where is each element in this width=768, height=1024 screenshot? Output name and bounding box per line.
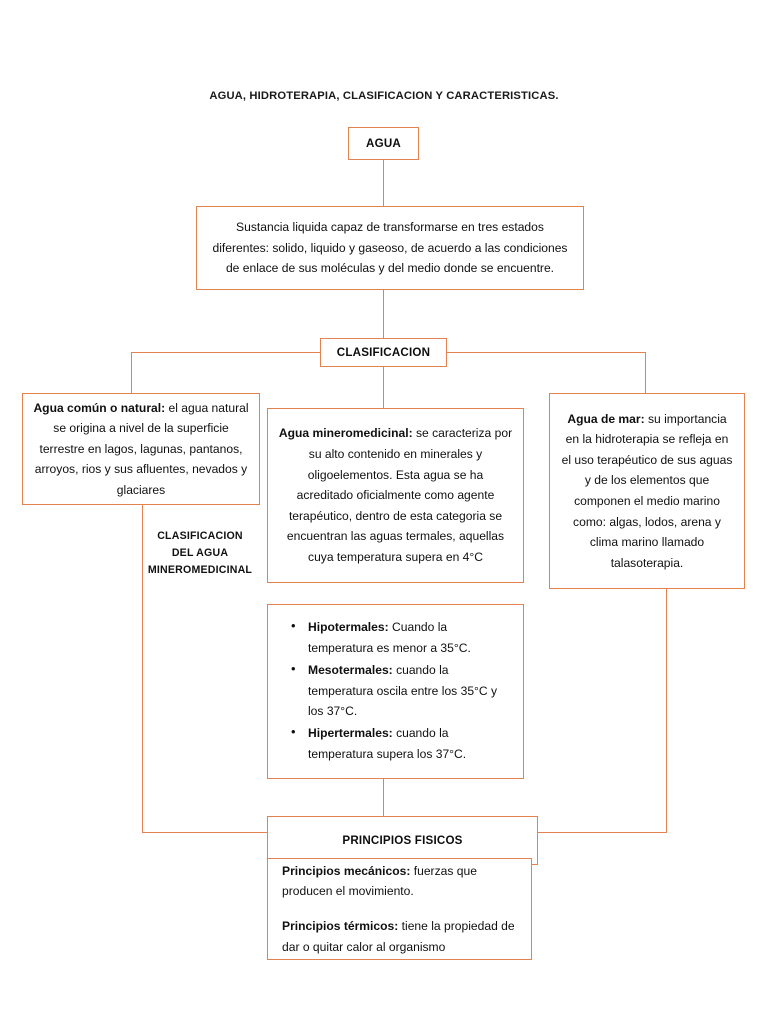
connector-definition-to-clasificacion xyxy=(383,290,385,338)
node-agua-de-mar[interactable]: Agua de mar: su importancia en la hidrot… xyxy=(549,393,745,589)
termal-type-item: Hipotermales: Cuando la temperatura es m… xyxy=(291,616,509,659)
label-line-2: DEL AGUA xyxy=(171,547,229,559)
connector-agua-to-definition xyxy=(383,160,385,206)
node-agua-comun-body: el agua natural se origina a nivel de la… xyxy=(34,400,249,497)
node-clasificacion-label: CLASIFICACION xyxy=(336,346,431,359)
principio-item: Principios térmicos: tiene la propiedad … xyxy=(268,916,531,957)
principio-item: Principios mecánicos: fuerzas que produc… xyxy=(268,861,531,902)
label-line-3: MINEROMEDICINAL xyxy=(147,564,253,576)
termal-types-list: Hipotermales: Cuando la temperatura es m… xyxy=(268,616,523,766)
node-agua-mineromedicinal[interactable]: Agua mineromedicinal: se caracteriza por… xyxy=(267,408,524,583)
termal-type-description: cuando la temperatura oscila entre los 3… xyxy=(308,662,498,719)
node-agua-label: AGUA xyxy=(366,137,401,150)
principio-term: Principios mecánicos: xyxy=(282,863,411,878)
connector-termales-to-principios xyxy=(383,779,385,816)
node-agua-de-mar-text: Agua de mar: su importancia en la hidrot… xyxy=(550,409,744,574)
principios-body-content: Principios mecánicos: fuerzas que produc… xyxy=(268,859,531,959)
node-agua-comun-term: Agua común o natural: xyxy=(33,400,166,415)
node-agua-comun[interactable]: Agua común o natural: el agua natural se… xyxy=(22,393,260,505)
node-definicion[interactable]: Sustancia liquida capaz de transformarse… xyxy=(196,206,584,290)
termal-type-term: Mesotermales: xyxy=(308,662,393,677)
node-agua-mineromedicinal-body: se caracteriza por su alto contenido en … xyxy=(286,426,513,564)
termal-type-description: Cuando la temperatura es menor a 35°C. xyxy=(308,620,471,655)
connector-agua-de-mar-to-principios xyxy=(666,589,668,833)
termal-type-item: Mesotermales: cuando la temperatura osci… xyxy=(291,659,509,722)
connector-clasificacion-bar-right xyxy=(447,352,646,354)
node-clasificacion[interactable]: CLASIFICACION xyxy=(320,338,447,367)
principio-spacer xyxy=(268,902,531,916)
page-title: AGUA, HIDROTERAPIA, CLASIFICACION Y CARA… xyxy=(209,90,559,102)
termal-type-description: cuando la temperatura supera los 37°C. xyxy=(308,726,467,761)
principio-description: tiene la propiedad de dar o quitar calor… xyxy=(282,919,515,954)
label-clasificacion-del-agua-mineromedicinal: CLASIFICACION DEL AGUA MINEROMEDICINAL xyxy=(110,528,290,579)
connector-clasificacion-to-agua-de-mar xyxy=(645,352,647,393)
node-agua-comun-text: Agua común o natural: el agua natural se… xyxy=(23,398,259,501)
connector-bottom-rail-right xyxy=(538,832,667,834)
node-agua-mineromedicinal-term: Agua mineromedicinal: xyxy=(278,426,413,441)
node-principios-fisicos-label: PRINCIPIOS FISICOS xyxy=(342,834,463,847)
connector-bottom-rail-left xyxy=(142,832,267,834)
termal-type-term: Hipotermales: xyxy=(308,620,389,635)
node-agua-de-mar-body: su importancia en la hidroterapia se ref… xyxy=(561,411,733,570)
termal-type-term: Hipertermales: xyxy=(308,726,393,741)
node-agua[interactable]: AGUA xyxy=(348,127,419,160)
node-agua-mineromedicinal-text: Agua mineromedicinal: se caracteriza por… xyxy=(268,423,523,567)
node-principios-fisicos-body[interactable]: Principios mecánicos: fuerzas que produc… xyxy=(267,858,532,960)
termal-type-item: Hipertermales: cuando la temperatura sup… xyxy=(291,722,509,765)
principio-description: fuerzas que producen el movimiento. xyxy=(282,863,477,899)
node-definicion-text: Sustancia liquida capaz de transformarse… xyxy=(212,220,568,276)
principio-term: Principios térmicos: xyxy=(282,919,399,933)
label-line-1: CLASIFICACION xyxy=(157,530,243,542)
connector-clasificacion-to-agua-comun xyxy=(131,352,133,393)
node-agua-de-mar-term: Agua de mar: xyxy=(567,411,645,426)
connector-agua-comun-to-principios xyxy=(142,505,144,833)
node-tipos-termales[interactable]: Hipotermales: Cuando la temperatura es m… xyxy=(267,604,524,779)
connector-clasificacion-bar-left xyxy=(131,352,321,354)
